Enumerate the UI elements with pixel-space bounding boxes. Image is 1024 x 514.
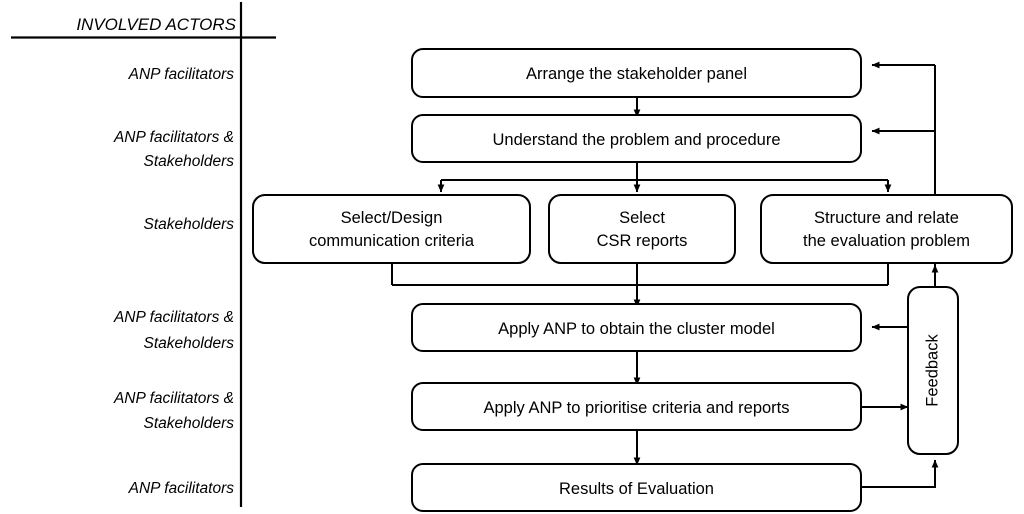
feedback-label: Feedback — [923, 334, 941, 407]
select-csr-reports-box[interactable] — [548, 194, 736, 264]
arrange-panel-label: Arrange the stakeholder panel — [526, 65, 747, 83]
actor-label-row-2-line2: Stakeholders — [144, 153, 235, 170]
flow-node-understand-problem[interactable]: Understand the problem and procedure — [411, 114, 862, 163]
feedback-box[interactable] — [907, 286, 959, 455]
apply-anp-cluster-label: Apply ANP to obtain the cluster model — [498, 320, 775, 338]
flow-node-select-csr-reports[interactable]: Select CSR reports — [548, 194, 736, 264]
flow-node-apply-anp-prioritise[interactable]: Apply ANP to prioritise criteria and rep… — [411, 382, 862, 431]
actor-label-row-4-line2: Stakeholders — [144, 335, 235, 352]
flow-node-feedback[interactable]: Feedback — [907, 286, 959, 455]
understand-problem-box[interactable] — [411, 114, 862, 163]
structure-relate-box[interactable] — [760, 194, 1013, 264]
results-evaluation-label: Results of Evaluation — [559, 480, 714, 498]
actor-label-row-5: ANP facilitators & — [113, 390, 234, 407]
select-csr-reports-label-line2: CSR reports — [597, 232, 688, 250]
actor-label-row-1: ANP facilitators — [128, 66, 235, 83]
understand-problem-label: Understand the problem and procedure — [492, 131, 780, 149]
apply-anp-prioritise-box[interactable] — [411, 382, 862, 431]
apply-anp-prioritise-label: Apply ANP to prioritise criteria and rep… — [484, 399, 790, 417]
apply-anp-cluster-box[interactable] — [411, 303, 862, 352]
actor-label-row-2: ANP facilitators & — [113, 129, 234, 146]
select-design-criteria-label-line2: communication criteria — [309, 232, 475, 250]
actors-column-header: INVOLVED ACTORS — [76, 15, 236, 34]
connector-results-to-feedback — [861, 459, 939, 488]
actor-label-row-5-line2: Stakeholders — [144, 415, 235, 432]
results-evaluation-box[interactable] — [411, 463, 862, 512]
flow-node-apply-anp-cluster[interactable]: Apply ANP to obtain the cluster model — [411, 303, 862, 352]
flow-node-results-evaluation[interactable]: Results of Evaluation — [411, 463, 862, 512]
select-design-criteria-label-line1: Select/Design — [341, 209, 443, 227]
arrange-panel-box[interactable] — [411, 48, 862, 98]
flow-node-select-design-criteria[interactable]: Select/Design communication criteria — [252, 194, 531, 264]
structure-relate-label-line2: the evaluation problem — [803, 232, 970, 250]
flow-node-structure-relate[interactable]: Structure and relate the evaluation prob… — [760, 194, 1013, 264]
actor-label-row-3: Stakeholders — [144, 216, 235, 233]
actor-label-row-4: ANP facilitators & — [113, 309, 234, 326]
select-csr-reports-label-line1: Select — [619, 209, 665, 227]
structure-relate-label-line1: Structure and relate — [814, 209, 959, 227]
flow-node-arrange-panel[interactable]: Arrange the stakeholder panel — [411, 48, 862, 98]
actor-label-row-6: ANP facilitators — [128, 480, 235, 497]
select-design-criteria-box[interactable] — [252, 194, 531, 264]
